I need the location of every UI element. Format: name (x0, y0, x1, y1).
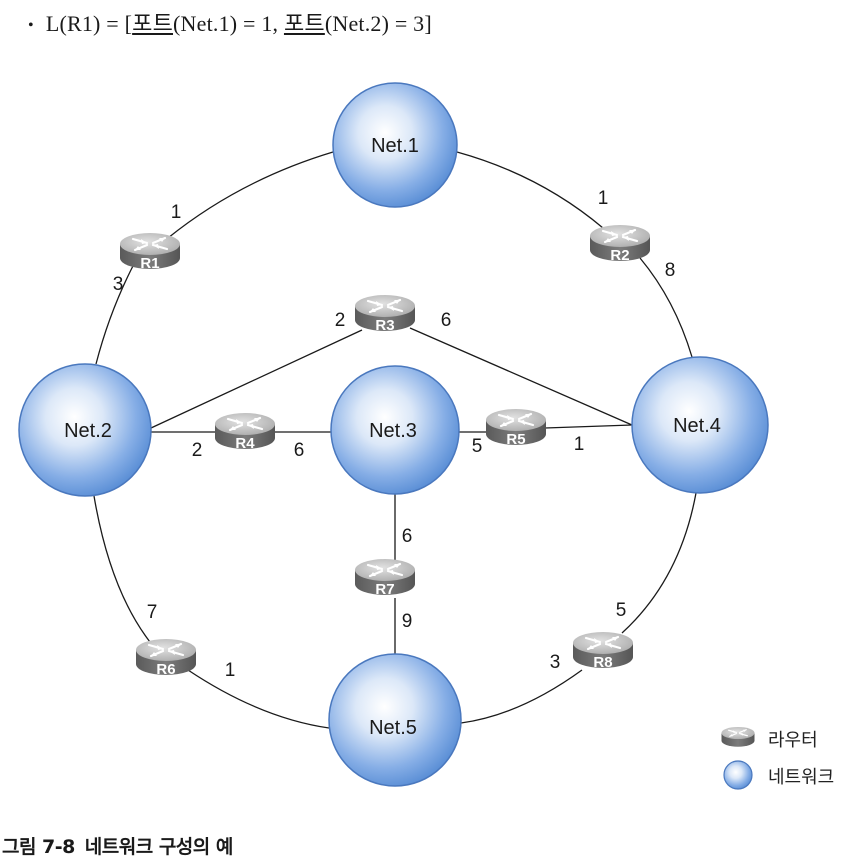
port-label-r2-net1: 1 (598, 188, 609, 209)
legend-network-icon (723, 760, 753, 790)
formula-entry-2: (Net.2) = 3] (324, 11, 432, 36)
network-net3: Net.3 (330, 365, 460, 495)
port-label-r3-net2: 2 (335, 310, 346, 331)
port-label-r1-net1: 1 (171, 202, 182, 223)
router-r8: R8 (571, 630, 635, 671)
legend: 라우터 네트워크 (720, 726, 834, 790)
link-r1-net2 (95, 261, 136, 365)
network-net1: Net.1 (332, 82, 458, 208)
network-label: Net.1 (371, 135, 419, 157)
router-label: R7 (375, 581, 394, 598)
router-label: R6 (156, 661, 175, 678)
router-r4: R4 (213, 411, 277, 452)
port-label-r4-net3: 6 (294, 440, 305, 461)
port-label-r7-net5: 9 (402, 611, 413, 632)
formula-entry-1: (Net.1) = 1, (173, 11, 284, 36)
network-label: Net.5 (369, 717, 417, 739)
port-label-r6-net2: 7 (147, 602, 158, 623)
router-label: R8 (593, 654, 612, 671)
port-label-r8-net4: 5 (616, 600, 627, 621)
routers: R1 R2 R3 R4 R5 R6 R7 R8 (118, 223, 652, 678)
port-word-1: 포트 (132, 11, 174, 36)
port-labels: 1 3 1 8 2 6 2 6 5 1 7 1 6 9 5 3 (113, 188, 676, 681)
router-r6: R6 (134, 637, 198, 678)
router-label: R2 (610, 247, 629, 264)
network-label: Net.4 (673, 415, 721, 437)
caption-title: 네트워크 구성의 예 (84, 836, 234, 858)
router-r5: R5 (484, 407, 548, 448)
link-r6-net2 (93, 495, 151, 643)
caption-number: 7-8 (41, 836, 75, 858)
port-word-2: 포트 (283, 11, 325, 36)
router-r7: R7 (353, 557, 417, 598)
router-label: R4 (235, 435, 255, 452)
router-r2: R2 (588, 223, 652, 264)
legend-router-icon (720, 726, 756, 748)
link-r3-net2 (150, 329, 363, 429)
caption-prefix: 그림 (2, 836, 36, 858)
port-label-r6-net5: 1 (225, 660, 236, 681)
network-label: Net.2 (64, 420, 112, 442)
router-label: R3 (375, 317, 394, 334)
port-label-r1-net2: 3 (113, 274, 124, 295)
link-r3-net4 (409, 327, 633, 426)
port-label-r5-net3: 5 (472, 436, 483, 457)
router-r1: R1 (118, 231, 182, 272)
legend-network-label: 네트워크 (768, 767, 834, 788)
router-label: R5 (506, 431, 525, 448)
link-r8-net5 (460, 669, 583, 724)
network-label: Net.3 (369, 420, 417, 442)
network-net2: Net.2 (18, 363, 152, 497)
links (93, 151, 697, 729)
router-label: R1 (140, 255, 159, 272)
legend-router-label: 라우터 (768, 730, 818, 751)
network-net5: Net.5 (328, 653, 462, 787)
port-label-r3-net4: 6 (441, 310, 452, 331)
routing-formula: •L(R1) = [포트(Net.1) = 1, 포트(Net.2) = 3] (28, 6, 432, 38)
link-r2-net4 (639, 257, 693, 358)
router-r3: R3 (353, 293, 417, 334)
port-label-r8-net5: 3 (550, 652, 561, 673)
port-label-r5-net4: 1 (574, 434, 585, 455)
bullet: • (28, 16, 34, 34)
port-label-r2-net4: 8 (665, 260, 676, 281)
port-label-r4-net2: 2 (192, 440, 203, 461)
formula-prefix: L(R1) = [ (45, 11, 133, 36)
link-r6-net5 (187, 669, 330, 729)
link-r2-net1 (456, 151, 604, 229)
networks: Net.1 Net.2 Net.3 Net.4 Net.5 (18, 82, 769, 787)
link-r1-net1 (167, 151, 334, 239)
network-net4: Net.4 (631, 356, 769, 494)
link-r5-net4 (544, 424, 633, 429)
link-r8-net4 (621, 492, 697, 634)
port-label-r7-net3: 6 (402, 526, 413, 547)
